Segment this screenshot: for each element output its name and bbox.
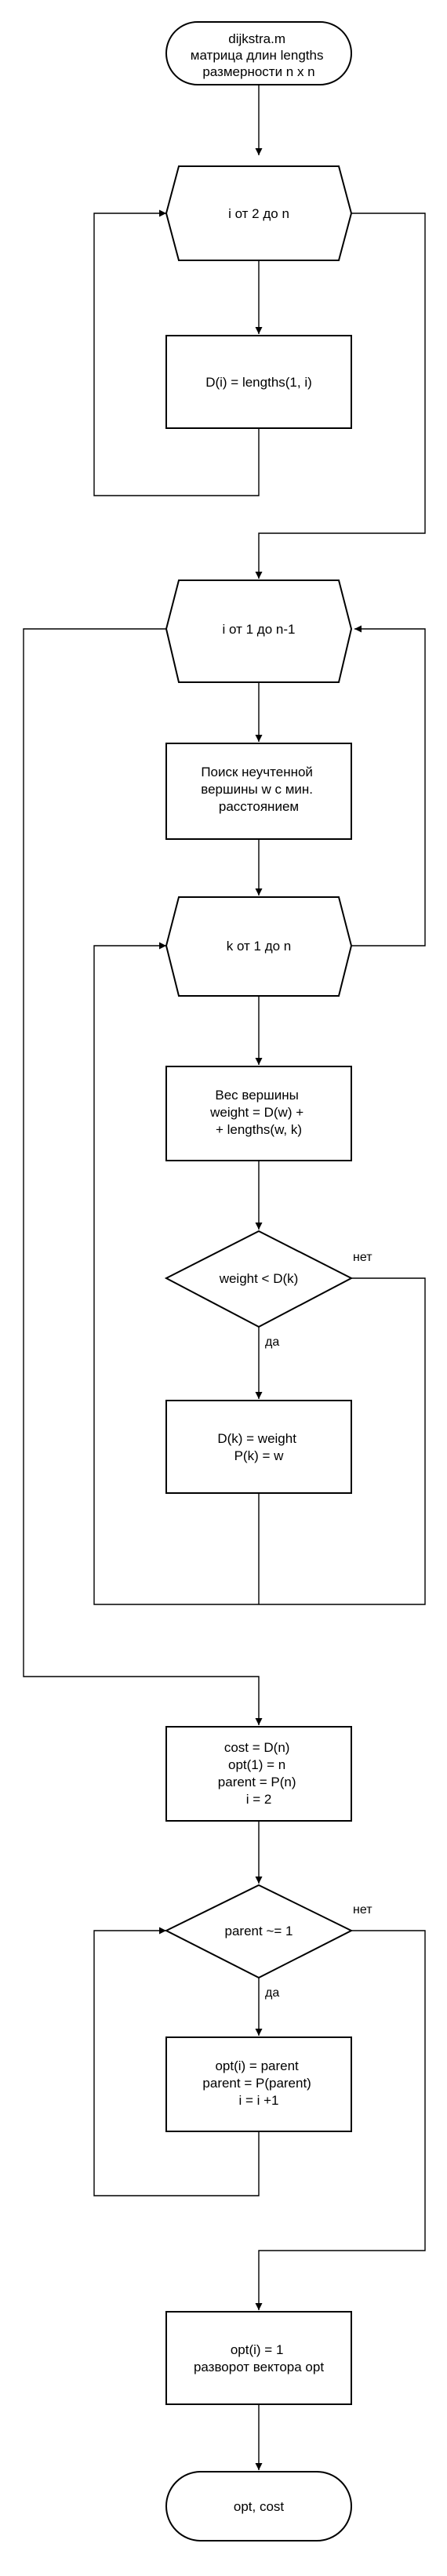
init-opt-label: cost = D(n) opt(1) = n parent = P(n) i =… [218,1740,300,1807]
loop1-exit-edge [255,213,426,579]
arrow-cond2-no [255,1930,426,2310]
weight-process: Вес вершины weight = D(w) + + lengths(w,… [165,1066,352,1161]
cond1-decision: weight < D(k) нет да [164,1230,372,1349]
end-terminal: opt, cost [165,2471,352,2541]
init-opt-process: cost = D(n) opt(1) = n parent = P(n) i =… [165,1726,352,1822]
cond1-label: weight < D(k) [219,1271,299,1286]
cond2-no-label: нет [353,1903,372,1917]
loop2-hexagon: i от 1 до n-1 [165,580,353,683]
loop1-back-edge [93,209,260,496]
cond2-yes-label: да [265,1986,279,2000]
cond2-label: parent ~= 1 [225,1924,293,1938]
init-d-process: D(i) = lengths(1, i) [165,335,352,429]
loop3-hexagon: k от 1 до n [165,896,353,997]
find-w-label: Поиск неучтенной вершины w с мин. рассто… [201,765,316,814]
cond1-no-label: нет [353,1251,372,1264]
cond1-yes-label: да [265,1335,279,1349]
weight-label: Вес вершины weight = D(w) + + lengths(w,… [209,1088,307,1137]
step-label: opt(i) = parent parent = P(parent) i = i… [202,2058,314,2108]
start-label: dijkstra.m матрица длин lengths размерно… [191,31,327,79]
init-d-label: D(i) = lengths(1, i) [205,375,312,390]
cond2-loop-back-edge [93,1927,260,2196]
update-process: D(k) = weight P(k) = w [165,1400,352,1494]
reverse-process: opt(i) = 1 разворот вектора opt [165,2311,352,2405]
update-label: D(k) = weight P(k) = w [217,1431,300,1463]
find-w-process: Поиск неучтенной вершины w с мин. рассто… [165,743,352,840]
cond2-decision: parent ~= 1 нет да [164,1884,372,2000]
loop2-label: i от 1 до n-1 [223,622,296,637]
start-terminal: dijkstra.m матрица длин lengths размерно… [165,21,352,85]
reverse-label: opt(i) = 1 разворот вектора opt [194,2342,324,2374]
loop3-label: k от 1 до n [227,939,292,954]
loop3-exit-to-loop2 [351,625,426,946]
loop3-back-edge [93,942,426,1605]
end-label: opt, cost [234,2499,285,2514]
step-process: opt(i) = parent parent = P(parent) i = i… [165,2036,352,2132]
connectors [23,85,426,2470]
loop2-exit-edge [23,628,263,1725]
loop1-hexagon: i от 2 до n [165,165,353,261]
loop1-label: i от 2 до n [228,206,289,221]
